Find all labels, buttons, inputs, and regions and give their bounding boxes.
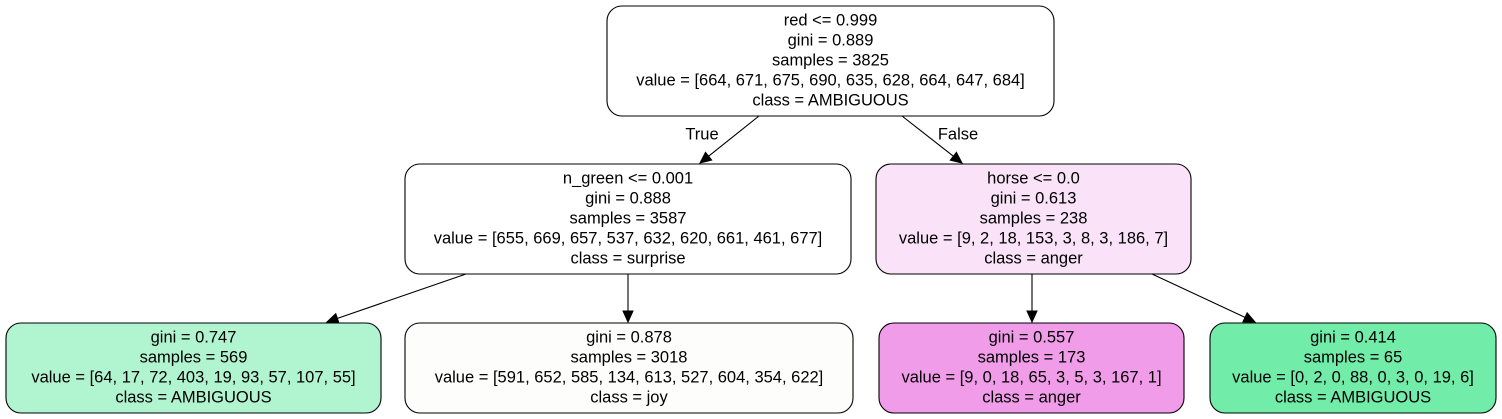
node-text-line: value = [655, 669, 657, 537, 632, 620, 6…: [434, 229, 823, 247]
tree-node-right: horse <= 0.0 gini = 0.613 samples = 238 val…: [875, 163, 1192, 275]
node-box: [606, 5, 1055, 117]
node-text-line: gini = 0.747: [151, 328, 237, 346]
node-box: [1209, 322, 1497, 414]
node-text-line: samples = 3587: [570, 209, 687, 227]
node-text-line: value = [9, 0, 18, 65, 3, 5, 3, 167, 1]: [901, 368, 1161, 386]
node-text-line: gini = 0.414: [1310, 328, 1396, 346]
node-text-line: samples = 65: [1304, 348, 1403, 366]
edge-line: [901, 115, 954, 157]
node-text-line: samples = 238: [980, 209, 1088, 227]
node-text-line: gini = 0.889: [788, 31, 874, 49]
edge-line: [708, 115, 760, 157]
node-text-line: class = AMBIGUOUS: [115, 388, 271, 406]
edge-label-true: True: [685, 125, 718, 143]
node-text-line: value = [0, 2, 0, 88, 0, 3, 0, 19, 6]: [1232, 368, 1474, 386]
node-text-line: value = [664, 671, 675, 690, 635, 628, 6…: [636, 71, 1025, 89]
node-text-line: samples = 569: [140, 348, 248, 366]
arrow-head-icon: [699, 151, 713, 164]
tree-node-leaf1: gini = 0.747 samples = 569 value = [64, 17…: [5, 322, 382, 414]
arrow-head-icon: [622, 310, 634, 324]
edge-line: [1151, 273, 1246, 318]
node-text-line: samples = 173: [978, 348, 1086, 366]
node-text-line: class = AMBIGUOUS: [1275, 388, 1431, 406]
node-text-line: class = anger: [984, 249, 1083, 267]
edge-root-to-left: True: [685, 115, 760, 164]
node-box: [875, 163, 1192, 275]
arrow-head-icon: [1242, 311, 1257, 323]
node-box: [404, 322, 854, 414]
node-text-line: class = joy: [590, 388, 668, 406]
node-text-line: class = surprise: [570, 249, 685, 267]
node-text-line: gini = 0.557: [989, 328, 1075, 346]
node-text-line: samples = 3825: [772, 51, 889, 69]
edge-left-to-leaf1: [325, 273, 467, 324]
node-text-line: class = anger: [982, 388, 1081, 406]
node-text-line: value = [591, 652, 585, 134, 613, 527, 6…: [435, 368, 824, 386]
node-text-line: value = [64, 17, 72, 403, 19, 93, 57, 10…: [31, 368, 355, 386]
node-text-line: samples = 3018: [571, 348, 688, 366]
node-text-line: value = [9, 2, 18, 153, 3, 8, 3, 186, 7]: [899, 229, 1168, 247]
edge-left-to-leaf2: [622, 274, 634, 324]
node-text-line: gini = 0.878: [586, 328, 672, 346]
edge-root-to-right: False: [901, 115, 978, 164]
tree-node-root: red <= 0.999 gini = 0.889 samples = 3825 va…: [606, 5, 1055, 117]
node-text-line: class = AMBIGUOUS: [752, 91, 908, 109]
node-text-line: n_green <= 0.001: [563, 169, 693, 187]
node-box: [5, 322, 382, 414]
edge-label-false: False: [938, 125, 978, 143]
edge-right-to-leaf4: [1151, 273, 1257, 323]
edge-right-to-leaf3: [1026, 274, 1038, 324]
edge-line: [337, 273, 467, 319]
node-text-line: gini = 0.888: [585, 189, 671, 207]
arrow-head-icon: [1026, 310, 1038, 324]
arrow-head-icon: [325, 312, 340, 324]
node-box: [878, 322, 1185, 414]
tree-node-left: n_green <= 0.001 gini = 0.888 samples = 35…: [404, 163, 852, 275]
arrow-head-icon: [949, 151, 963, 164]
node-text-line: horse <= 0.0: [987, 169, 1080, 187]
tree-node-leaf4: gini = 0.414 samples = 65 value = [0, 2, 0…: [1209, 322, 1497, 414]
node-text-line: red <= 0.999: [784, 11, 878, 29]
node-box: [404, 163, 852, 275]
nodes-layer: red <= 0.999 gini = 0.889 samples = 3825 va…: [5, 5, 1497, 414]
tree-node-leaf2: gini = 0.878 samples = 3018 value = [591, …: [404, 322, 854, 414]
tree-node-leaf3: gini = 0.557 samples = 173 value = [9, 0, …: [878, 322, 1185, 414]
node-text-line: gini = 0.613: [991, 189, 1077, 207]
